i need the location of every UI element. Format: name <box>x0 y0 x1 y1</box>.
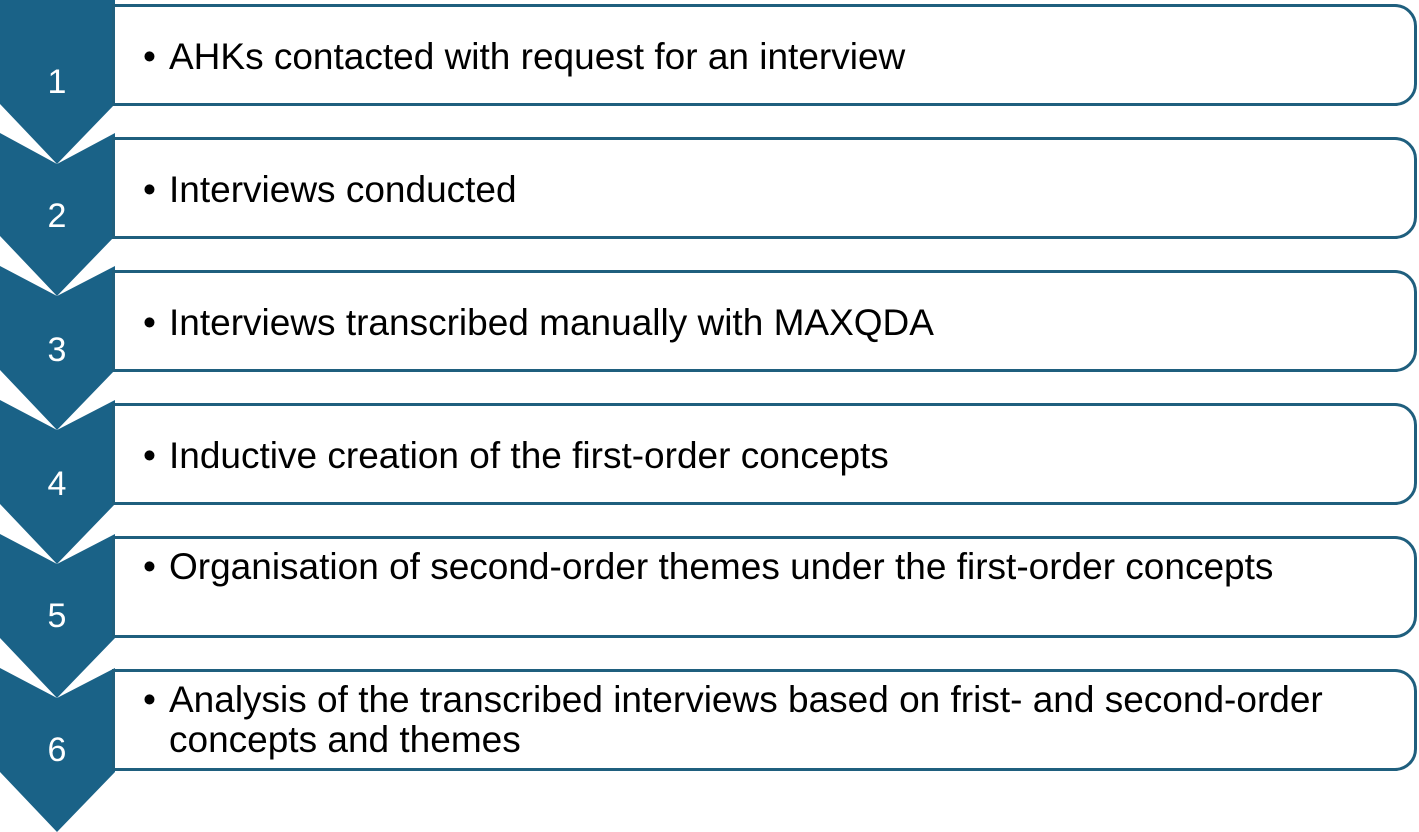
bullet: • <box>143 435 156 476</box>
chevron-step-2 <box>0 133 115 296</box>
bullet: • <box>143 36 156 77</box>
step-label: Organisation of second-order themes unde… <box>169 546 1274 587</box>
step-number-5: 5 <box>47 597 67 635</box>
step-label: Interviews transcribed manually with MAX… <box>169 302 934 343</box>
bullet: • <box>143 169 156 210</box>
step-label: Analysis of the transcribed interviews b… <box>169 679 1323 760</box>
bullet: • <box>143 546 156 587</box>
step-number-6: 6 <box>47 731 67 769</box>
step-text-6: • Analysis of the transcribed interviews… <box>143 680 1394 760</box>
step-number-2: 2 <box>47 197 67 235</box>
step-label: AHKs contacted with request for an inter… <box>169 36 906 77</box>
step-number-4: 4 <box>47 465 67 503</box>
chevron-step-1 <box>0 0 115 164</box>
step-box-4: • Inductive creation of the first-order … <box>112 403 1417 505</box>
step-text-1: • AHKs contacted with request for an int… <box>143 37 1394 77</box>
step-box-1: • AHKs contacted with request for an int… <box>112 4 1417 106</box>
step-label: Inductive creation of the first-order co… <box>169 435 889 476</box>
step-box-5: • Organisation of second-order themes un… <box>112 536 1417 638</box>
step-number-3: 3 <box>47 331 67 369</box>
chevron-step-5 <box>0 534 115 698</box>
step-box-6: • Analysis of the transcribed interviews… <box>112 669 1417 771</box>
step-text-4: • Inductive creation of the first-order … <box>143 436 1394 476</box>
step-label: Interviews conducted <box>169 169 517 210</box>
chevron-step-6 <box>0 668 115 832</box>
step-text-3: • Interviews transcribed manually with M… <box>143 303 1394 343</box>
bullet: • <box>143 679 156 720</box>
step-text-5: • Organisation of second-order themes un… <box>143 547 1394 587</box>
step-number-1: 1 <box>47 63 67 101</box>
step-box-2: • Interviews conducted <box>112 137 1417 239</box>
bullet: • <box>143 302 156 343</box>
step-text-2: • Interviews conducted <box>143 170 1394 210</box>
chevron-step-4 <box>0 400 115 564</box>
chevron-step-3 <box>0 266 115 430</box>
step-box-3: • Interviews transcribed manually with M… <box>112 270 1417 372</box>
